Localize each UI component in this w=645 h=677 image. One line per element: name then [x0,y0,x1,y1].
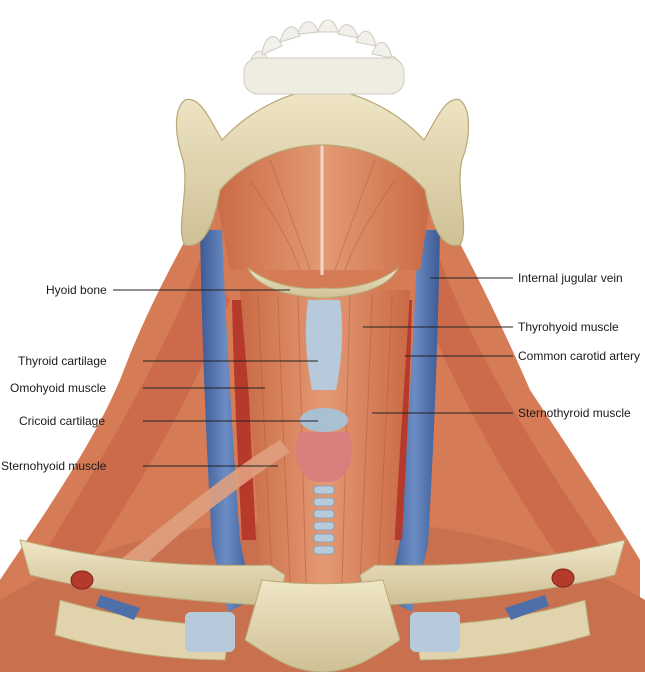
costal-cartilage-right [410,612,460,652]
thyroid-gland [295,432,353,482]
omohyoid-muscle [120,440,290,575]
lateral-muscle-left [40,260,230,560]
costal-cartilage-left [185,612,235,652]
internal-jugular-vein-right [388,230,440,612]
cricoid-cartilage [300,408,348,432]
label-thyrohyoid-muscle: Thyrohyoid muscle [518,320,619,334]
label-thyroid-cartilage: Thyroid cartilage [18,354,107,368]
teeth [243,19,405,95]
thyroid-cartilage [305,300,343,390]
lateral-muscle-right [420,260,610,560]
hyoid-bone [246,266,400,299]
label-cricoid-cartilage: Cricoid cartilage [19,414,106,428]
leader-lines [113,277,513,467]
manubrium [244,579,401,673]
label-hyoid-bone: Hyoid bone [46,283,107,297]
label-sternohyoid-muscle: Sternohyoid muscle [1,459,107,473]
label-omohyoid-muscle: Omohyoid muscle [10,381,107,395]
label-internal-jugular-vein: Internal jugular vein [518,271,623,285]
common-carotid-artery-left [232,300,256,540]
label-common-carotid-artery: Common carotid artery [518,349,641,363]
trachea [313,485,335,555]
label-sternothyroid-muscle: Sternothyroid muscle [518,406,631,420]
cut-vessels [70,568,575,620]
